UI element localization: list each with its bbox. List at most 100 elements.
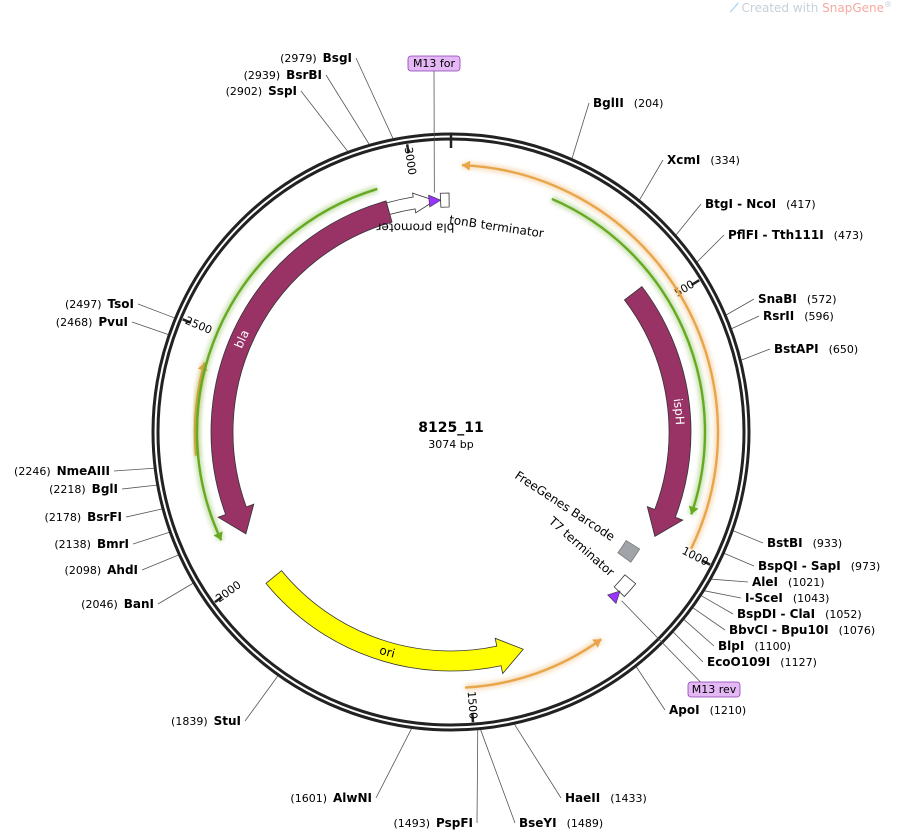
site-bstapi[interactable]: BstAPI(650)	[774, 342, 858, 356]
feature-tonb-terminator[interactable]: tonB terminator	[439, 192, 545, 241]
feature-bla[interactable]: bla	[210, 200, 393, 535]
site-label-i-scei: I-SceI(1043)	[745, 591, 829, 605]
site-leader-bmri	[132, 531, 171, 545]
site-leader-pflfi-tth111i	[695, 234, 725, 264]
tick-label-1500: 1500	[465, 691, 480, 720]
site-bani[interactable]: (2046)BanI	[81, 597, 154, 611]
site-label-bsrfi: (2178)BsrFI	[45, 510, 122, 524]
site-leader-bglii	[571, 102, 590, 160]
site-leader-alwni	[375, 727, 413, 799]
primer-m13-for[interactable]: M13 for	[407, 55, 461, 208]
feature-ori[interactable]: ori	[265, 570, 524, 675]
feature-isph[interactable]: ispH	[623, 286, 692, 537]
site-leader-bspqi-sapi	[723, 552, 755, 567]
site-label-bbvci-bpu10i: BbvCI - Bpu10I(1076)	[729, 623, 875, 637]
site-label-tsoi: (2497)TsoI	[65, 297, 134, 311]
site-pspfi[interactable]: (1493)PspFI	[393, 816, 473, 830]
site-apoi[interactable]: ApoI(1210)	[669, 703, 746, 717]
site-stui[interactable]: (1839)StuI	[171, 714, 241, 728]
site-snabi[interactable]: SnaBI(572)	[758, 292, 837, 306]
site-leader-bsrbi	[325, 74, 371, 146]
site-leaders	[113, 57, 771, 824]
site-sspi[interactable]: (2902)SspI	[226, 84, 297, 98]
snapgene-logo-icon: ⟋	[730, 1, 739, 15]
site-leader-tsoi	[137, 303, 176, 319]
site-i-scei[interactable]: I-SceI(1043)	[745, 591, 829, 605]
site-leader-stui	[244, 674, 279, 722]
watermark-brand: SnapGene	[822, 1, 884, 15]
site-leader-haeii	[513, 723, 562, 799]
site-label-haeii: HaeII(1433)	[565, 791, 647, 805]
site-bsgi[interactable]: (2979)BsgI	[280, 51, 352, 65]
site-nmeaiii[interactable]: (2246)NmeAIII	[14, 464, 110, 478]
watermark-mark: ®	[884, 0, 892, 9]
site-bspqi-sapi[interactable]: BspQI - SapI(973)	[758, 559, 880, 573]
tick-label-2000: 2000	[213, 578, 243, 605]
site-leader-bsrfi	[125, 508, 164, 518]
site-bseyi[interactable]: BseYI(1489)	[519, 816, 603, 830]
orf-arc-4	[193, 185, 379, 542]
site-label-blpi: BlpI(1100)	[718, 639, 791, 653]
site-leader-bstbi	[732, 529, 764, 544]
site-label-nmeaiii: (2246)NmeAIII	[14, 464, 110, 478]
site-bgli[interactable]: (2218)BglI	[49, 482, 118, 496]
site-bstbi[interactable]: BstBI(933)	[767, 536, 842, 550]
site-label-xcmi: XcmI(334)	[667, 153, 740, 167]
site-bglii[interactable]: BglII(204)	[593, 96, 663, 110]
site-label-pvui: (2468)PvuI	[56, 315, 128, 329]
site-ecoo109i[interactable]: EcoO109I(1127)	[707, 655, 817, 669]
site-label-bspdi-clai: BspDI - ClaI(1052)	[737, 607, 862, 621]
site-label-bmri: (2138)BmrI	[54, 537, 129, 551]
site-label-bsrbi: (2939)BsrBI	[244, 68, 322, 82]
site-xcmi[interactable]: XcmI(334)	[667, 153, 740, 167]
feature-label-isph: ispH	[671, 397, 687, 425]
site-leader-bseyi	[479, 728, 516, 824]
primer-label-m13-rev: M13 rev	[692, 683, 737, 696]
site-haeii[interactable]: HaeII(1433)	[565, 791, 647, 805]
site-tsoi[interactable]: (2497)TsoI	[65, 297, 134, 311]
site-rsrii[interactable]: RsrII(596)	[763, 309, 834, 323]
site-label-bani: (2046)BanI	[81, 597, 154, 611]
site-leader-snabi	[725, 298, 755, 316]
site-leader-bgli	[121, 484, 158, 490]
site-alwni[interactable]: (1601)AlwNI	[290, 791, 372, 805]
site-leader-sspi	[300, 90, 349, 153]
site-label-pspfi: (1493)PspFI	[393, 816, 473, 830]
site-bmri[interactable]: (2138)BmrI	[54, 537, 129, 551]
feature-label-tonb-terminator: tonB terminator	[448, 213, 545, 241]
site-ahdi[interactable]: (2098)AhdI	[65, 563, 138, 577]
plasmid-name: 8125_11	[418, 420, 483, 436]
orf-arc-1	[464, 636, 604, 692]
site-leader-bsgi	[355, 57, 394, 140]
site-bbvci-bpu10i[interactable]: BbvCI - Bpu10I(1076)	[729, 623, 875, 637]
site-blpi[interactable]: BlpI(1100)	[718, 639, 791, 653]
site-alei[interactable]: AleI(1021)	[752, 575, 825, 589]
site-bsrfi[interactable]: (2178)BsrFI	[45, 510, 122, 524]
site-label-bseyi: BseYI(1489)	[519, 816, 603, 830]
site-leader-pvui	[131, 321, 170, 336]
site-bsrbi[interactable]: (2939)BsrBI	[244, 68, 322, 82]
site-bspdi-clai[interactable]: BspDI - ClaI(1052)	[737, 607, 862, 621]
site-pflfi-tth111i[interactable]: PflFI - Tth111I(473)	[728, 228, 863, 242]
orf-arc-0	[461, 160, 722, 551]
site-label-bstapi: BstAPI(650)	[774, 342, 858, 356]
site-leader-bspdi-clai	[700, 594, 734, 615]
site-leader-xcmi	[638, 159, 664, 201]
primer-m13-rev[interactable]: M13 rev	[607, 590, 741, 698]
site-btgi-ncoi[interactable]: BtgI - NcoI(417)	[705, 197, 816, 211]
site-leader-bani	[157, 582, 195, 605]
site-leader-ahdi	[141, 554, 180, 571]
site-pvui[interactable]: (2468)PvuI	[56, 315, 128, 329]
site-leader-alei	[710, 578, 749, 583]
site-label-bgli: (2218)BglI	[49, 482, 118, 496]
site-leader-ecoo109i	[672, 631, 704, 663]
feature-bla-promoter[interactable]: bla promoter	[376, 192, 454, 235]
primer-label-box-m13-rev	[687, 681, 741, 698]
primer-label-m13-for: M13 for	[413, 57, 456, 70]
orfs	[191, 160, 722, 692]
site-label-snabi: SnaBI(572)	[758, 292, 837, 306]
site-label-ecoo109i: EcoO109I(1127)	[707, 655, 817, 669]
primer-arrow-m13-for	[428, 194, 442, 208]
